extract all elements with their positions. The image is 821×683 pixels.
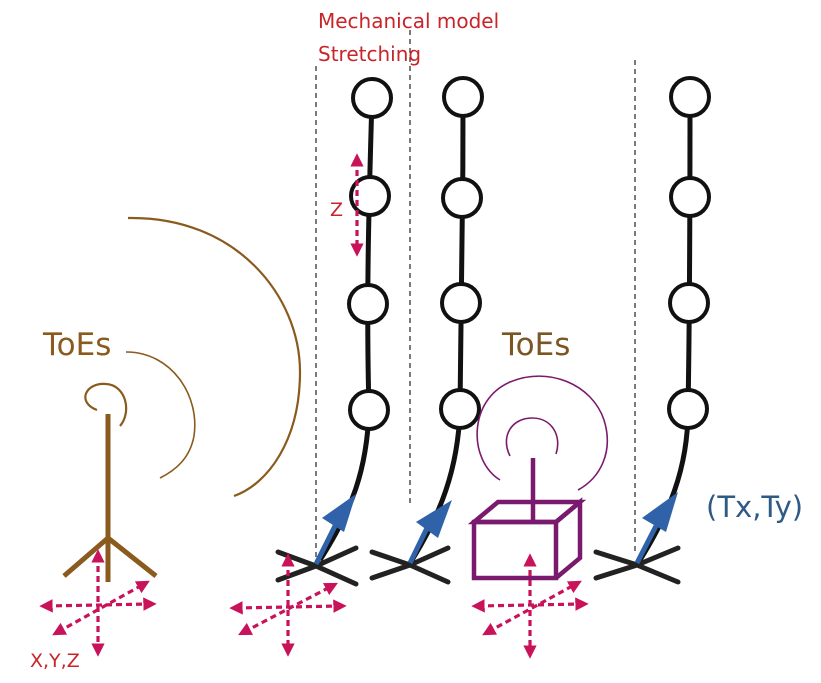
cube-side (554, 497, 583, 580)
antenna-leg-right (106, 536, 158, 578)
joint-circle-icon (441, 177, 483, 219)
divider-lines (315, 30, 636, 565)
signal-arc-icon (505, 417, 559, 457)
xyz-label: X,Y,Z (30, 650, 80, 672)
thrust-arrow-icon (642, 492, 678, 532)
thrust-arrow-icon (322, 494, 356, 532)
chain-3-rod (637, 96, 693, 562)
axes-3-x (471, 597, 589, 613)
thrust-arrows (313, 492, 678, 566)
joint-circle-icon (669, 176, 711, 218)
joint-circle-icon (667, 388, 709, 430)
diagram-title: Mechanical model (318, 9, 500, 33)
toes-label-right: ToEs (502, 327, 571, 363)
axes-2-y (238, 582, 338, 636)
cube-robot-icon (467, 375, 609, 581)
signal-arc-middle (125, 351, 196, 479)
thrust-arrow-1-shaft (313, 520, 340, 566)
joint-circle-icon (440, 282, 482, 324)
chain-1 (317, 77, 393, 562)
joint-circle-icon (351, 77, 393, 119)
antenna-icon (62, 216, 302, 582)
base-2 (369, 545, 451, 585)
diagram-subtitle: Stretching (318, 42, 422, 66)
cube-top (467, 499, 587, 525)
signal-arc-icon (476, 375, 609, 491)
joint-circle-icon (439, 388, 481, 430)
xyz-axes-icon (39, 549, 589, 659)
axes-1-y (52, 580, 150, 636)
chain-2 (409, 76, 484, 562)
thrust-label: (Tx,Ty) (706, 490, 804, 524)
joint-circle-icon (669, 76, 711, 118)
axes-3-y (482, 580, 582, 636)
chain-1-rod (317, 97, 375, 562)
toes-label-left: ToEs (43, 327, 112, 363)
base-3 (593, 545, 681, 585)
chain-3 (637, 76, 711, 562)
thrust-arrow-2-shaft (407, 524, 431, 565)
base-1 (275, 545, 359, 587)
antenna-leg-left (62, 536, 110, 578)
joint-circle-icon (668, 282, 710, 324)
z-axis-label: Z (330, 199, 344, 221)
axes-1-x (39, 597, 157, 613)
joint-circle-icon (347, 283, 389, 325)
thrust-arrow-3-shaft (634, 524, 659, 565)
joint-circle-icon (348, 389, 390, 431)
joint-circle-icon (442, 76, 484, 118)
cube-front (471, 519, 559, 581)
thrust-arrow-icon (416, 500, 452, 538)
signal-arc-outer (127, 216, 302, 498)
chain-2-rod (409, 96, 466, 562)
signal-arc-inner (84, 382, 128, 427)
